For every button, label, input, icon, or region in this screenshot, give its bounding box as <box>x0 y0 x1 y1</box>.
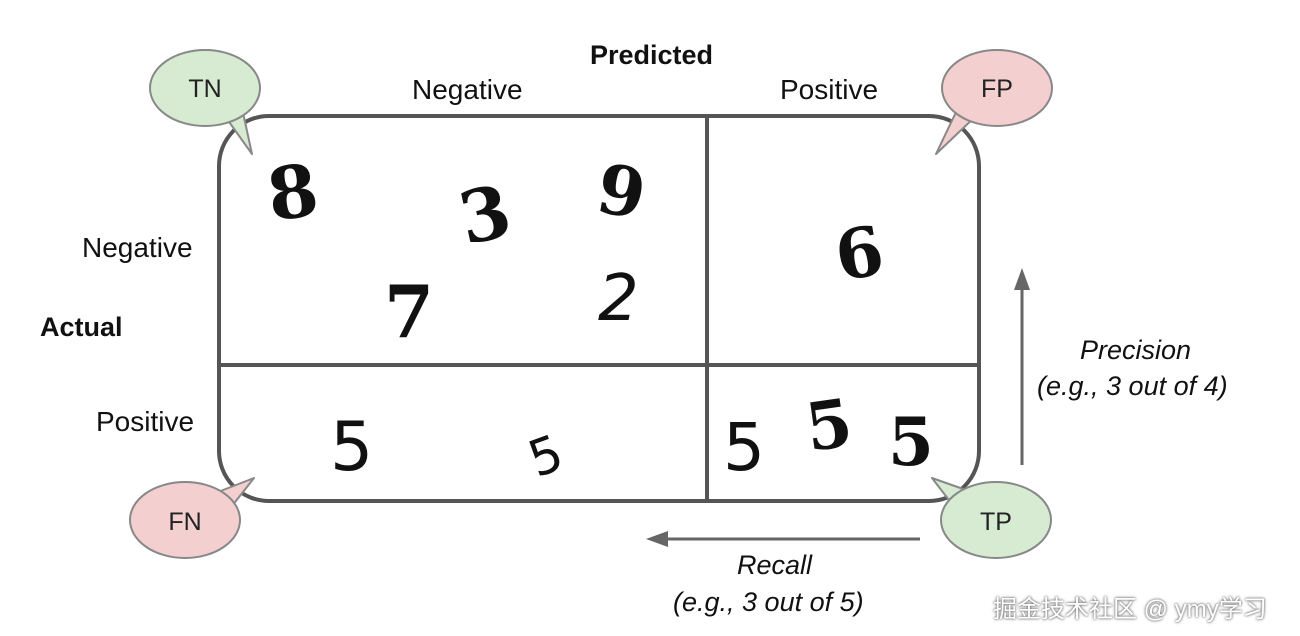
fp-bubble: FP <box>935 49 1053 155</box>
tp-label: TP <box>980 508 1012 536</box>
digit-5: 5 <box>888 403 934 481</box>
digit-5: 5 <box>521 424 571 489</box>
matrix-frame <box>217 114 981 503</box>
digit-9: 9 <box>591 149 652 236</box>
recall-arrow-head <box>646 531 668 547</box>
digit-5: 5 <box>330 408 373 487</box>
fn-bubble: FN <box>129 477 255 559</box>
digit-7: 7 <box>384 269 434 354</box>
fn-label: FN <box>168 508 201 536</box>
column-label-negative: Negative <box>412 74 523 105</box>
tn-label: TN <box>188 75 221 103</box>
row-label-positive: Positive <box>96 406 195 437</box>
precision-arrow-head <box>1014 268 1030 290</box>
actual-axis-title: Actual <box>40 312 123 342</box>
tp-digits: 5 5 5 <box>723 383 934 486</box>
fp-label: FP <box>981 75 1013 103</box>
row-label-negative: Negative <box>82 232 193 263</box>
predicted-axis-title: Predicted <box>590 40 714 70</box>
tp-bubble: TP <box>931 477 1052 559</box>
digit-2: 2 <box>598 262 639 336</box>
precision-title: Precision <box>1080 335 1192 365</box>
digit-6: 6 <box>829 211 890 298</box>
recall-title: Recall <box>737 550 813 580</box>
watermark: 掘金技术社区 @ ymy学习 <box>993 596 1267 623</box>
digit-5: 5 <box>723 409 765 486</box>
fn-digits: 5 5 <box>330 408 571 489</box>
tn-bubble: TN <box>149 49 261 155</box>
recall-example: (e.g., 3 out of 5) <box>673 587 864 617</box>
digit-3: 3 <box>452 168 519 262</box>
digit-8: 8 <box>262 147 323 238</box>
tn-digits: 8 3 9 7 2 <box>262 147 652 354</box>
column-label-positive: Positive <box>780 74 879 105</box>
digit-5: 5 <box>801 383 857 467</box>
precision-example: (e.g., 3 out of 4) <box>1037 371 1228 401</box>
